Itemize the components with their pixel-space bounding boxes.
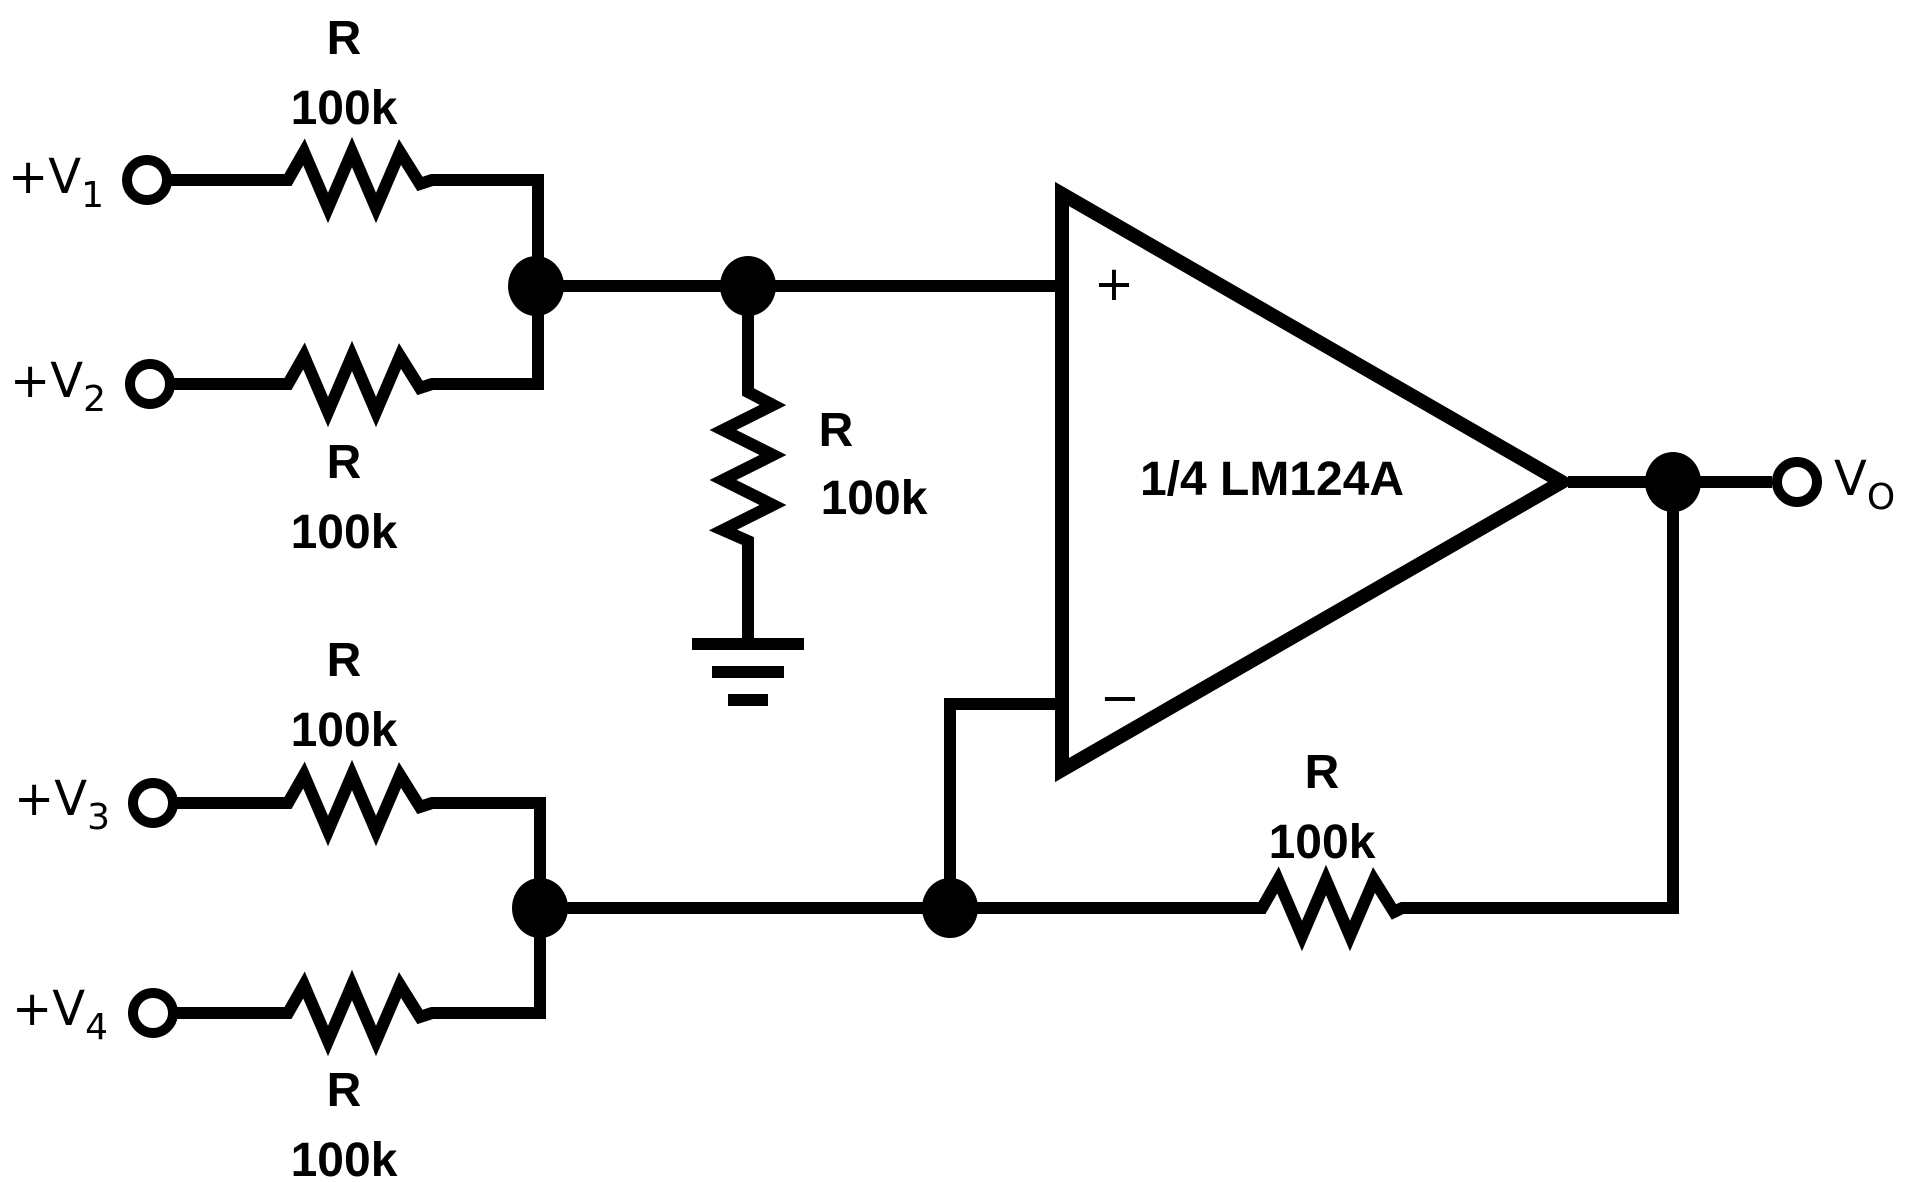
opamp-body (1055, 181, 1577, 783)
opamp-plus-pin-label: + (1094, 256, 1134, 312)
label-v3: +V3 (14, 771, 110, 838)
wire-r3-to-node-c (432, 797, 546, 908)
terminal-v4 (128, 988, 178, 1038)
label-v4: +V4 (12, 981, 108, 1048)
wire-feedback (1402, 482, 1679, 914)
resistor-r-ground (708, 372, 787, 556)
terminal-v2 (125, 359, 175, 409)
resistor-r2 (262, 340, 438, 428)
junction-node-v1-v2 (508, 256, 564, 316)
resistor-r-feedback (1236, 864, 1408, 952)
r1-value-label: 100k (291, 82, 398, 135)
label-v1: +V1 (8, 149, 104, 216)
r-feedback-name-label: R (1305, 746, 1340, 799)
wire-r4-to-node-c (432, 908, 546, 1019)
r3-name-label: R (327, 634, 362, 687)
r-feedback-value-label: 100k (1269, 816, 1376, 869)
r4-name-label: R (327, 1064, 362, 1117)
r3-value-label: 100k (291, 704, 398, 757)
terminal-v1 (122, 155, 172, 205)
wire-minus-input-to-node-d (944, 698, 1062, 908)
label-vo: VO (1834, 451, 1895, 518)
ground-symbol (692, 638, 804, 706)
r2-name-label: R (327, 436, 362, 489)
wire-r2-to-node-a (432, 286, 544, 390)
wire-r1-to-node-a (432, 174, 544, 286)
terminal-v3 (128, 778, 178, 828)
junction-node-v3-v4 (512, 878, 568, 938)
r2-value-label: 100k (291, 506, 398, 559)
resistor-r4 (262, 969, 438, 1057)
r1-name-label: R (327, 12, 362, 65)
opamp-part-label: 1/4 LM124A (1140, 453, 1404, 506)
junction-node-plus-input (720, 256, 776, 316)
r-ground-name-label: R (819, 404, 854, 457)
junction-node-output (1645, 452, 1701, 512)
r4-value-label: 100k (291, 1134, 398, 1182)
opamp-minus-pin-label: − (1100, 670, 1140, 726)
label-v2: +V2 (10, 353, 106, 420)
r-ground-value-label: 100k (821, 472, 928, 525)
resistor-r1 (262, 136, 438, 224)
resistor-r3 (262, 759, 438, 847)
terminal-vo (1772, 457, 1822, 507)
junction-node-minus-input (922, 878, 978, 938)
